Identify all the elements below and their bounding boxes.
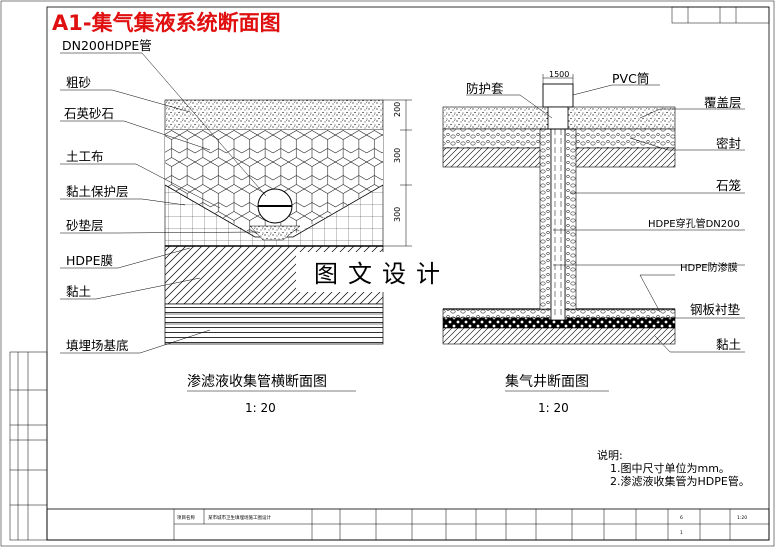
label-steel-liner: 钢板衬垫 — [690, 302, 741, 317]
leachate-pipe-section: 200 300 300 DN200HDPE管 粗砂 石英砂石 土工布 黏土保护层… — [60, 38, 412, 415]
dimension-line — [383, 99, 412, 247]
tb-scale: 1:20 — [737, 515, 747, 521]
label-geotextile: 土工布 — [66, 149, 104, 164]
tb-project-label: 项目名称 — [177, 514, 195, 521]
dim-200: 200 — [393, 102, 402, 117]
label-sand-cushion: 砂垫层 — [66, 218, 104, 233]
pvc-sleeve — [542, 83, 574, 108]
left-scale: 1: 20 — [245, 401, 276, 415]
watermark: 图文设计 — [314, 260, 450, 288]
left-sign-column — [9, 351, 48, 541]
notes-title: 说明: — [597, 448, 623, 462]
label-quartz-gravel: 石英砂石 — [64, 106, 114, 121]
note-2: 2.渗滤液收集管为HDPE管。 — [610, 474, 750, 488]
protective-cover — [547, 106, 569, 130]
label-clay-protection: 黏土保护层 — [66, 184, 129, 199]
corner-table — [671, 6, 770, 24]
tb-sheet-total: 1 — [680, 530, 683, 536]
title-block: 项目名称 某市城市卫生填埋场施工图设计 6 1 1:20 — [46, 508, 770, 541]
label-dn200-pipe: DN200HDPE管 — [62, 38, 152, 53]
label-cover-layer: 覆盖层 — [704, 95, 742, 110]
notes: 说明: 1.图中尺寸单位为mm。 2.渗滤液收集管为HDPE管。 — [597, 448, 750, 488]
tb-project-name: 某市城市卫生填埋场施工图设计 — [208, 514, 271, 521]
left-caption: 渗滤液收集管横断面图 — [187, 373, 327, 390]
label-clay: 黏土 — [66, 284, 91, 299]
label-hdpe-membrane: HDPE膜 — [66, 253, 113, 268]
gabion-right — [564, 128, 577, 310]
quartz-gravel-fill — [165, 130, 383, 240]
sand-cushion — [249, 225, 301, 241]
clay-base — [442, 327, 676, 345]
watermark-background — [296, 252, 474, 292]
right-scale: 1: 20 — [538, 401, 569, 415]
label-landfill-base: 填埋场基底 — [66, 338, 129, 353]
dim-300-a: 300 — [393, 148, 402, 163]
dim-300-b: 300 — [393, 207, 402, 222]
gabion-left — [539, 128, 552, 310]
right-caption: 集气井断面图 — [505, 373, 589, 390]
label-hdpe-liner: HDPE防渗膜 — [680, 261, 738, 274]
drawing-title: A1-集气集液系统断面图 — [52, 11, 281, 35]
coarse-sand-layer — [164, 99, 384, 131]
dim-1500: 1500 — [549, 70, 569, 79]
label-pvc-sleeve: PVC筒 — [612, 71, 649, 86]
label-seal: 密封 — [716, 136, 741, 151]
label-clay-right: 黏土 — [716, 337, 741, 352]
right-leader-lines — [466, 84, 745, 353]
label-perforated-pipe: HDPE穿孔管DN200 — [648, 217, 740, 230]
gas-well-section: 1500 防护套 PVC筒 覆盖层 密封 石笼 HDPE穿孔管DN200 HDP… — [442, 70, 745, 415]
left-leader-lines — [60, 52, 267, 354]
tb-sheet-no: 6 — [680, 515, 683, 521]
label-coarse-sand: 粗砂 — [66, 75, 91, 90]
note-1: 1.图中尺寸单位为mm。 — [610, 461, 730, 475]
label-gabion: 石笼 — [716, 178, 741, 193]
label-protective-cover: 防护套 — [466, 81, 504, 96]
